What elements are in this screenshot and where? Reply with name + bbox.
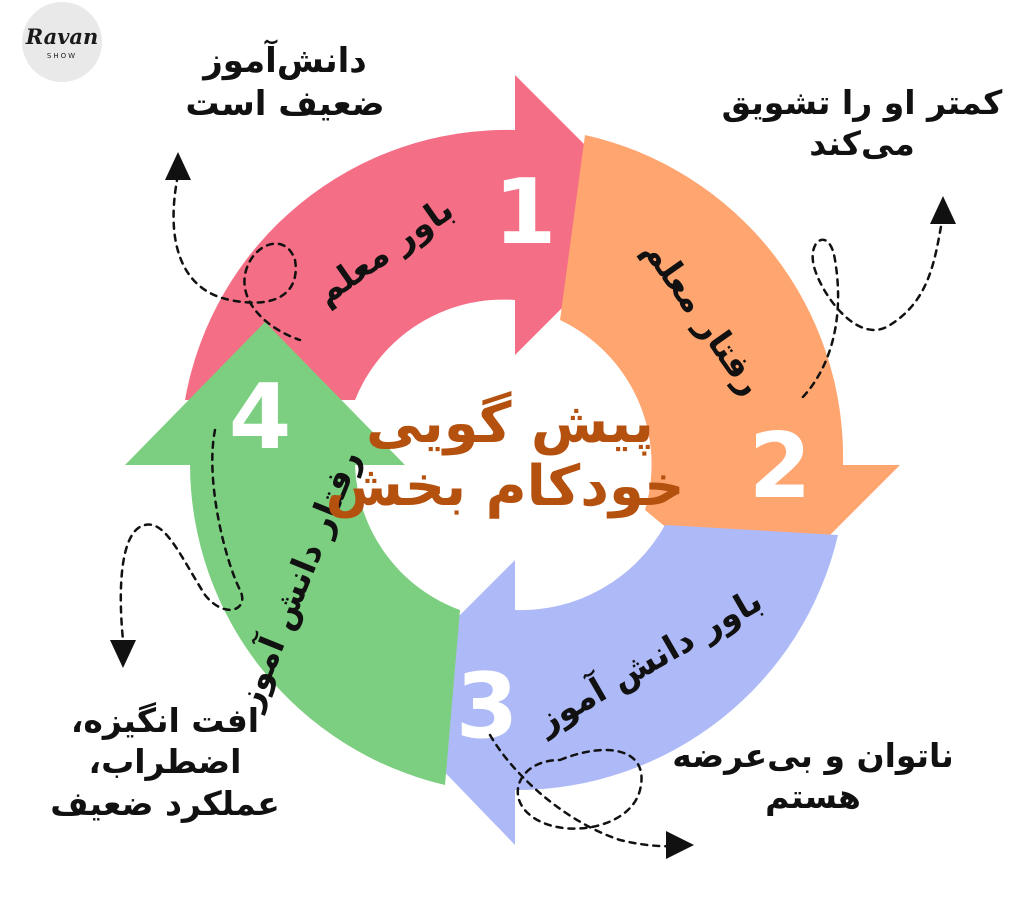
note-teacher-belief: دانش‌آموز ضعیف است xyxy=(170,40,400,125)
segment-1-number: 1 xyxy=(494,160,557,265)
center-title-line-1: پیش گویی xyxy=(366,391,654,456)
note-3-line-2: هستم xyxy=(765,777,861,817)
segment-4-number: 4 xyxy=(229,365,292,470)
segment-2-number: 2 xyxy=(749,414,812,519)
connector-2-arrowhead-icon xyxy=(930,196,956,224)
segment-1-arrow xyxy=(185,75,655,400)
segment-2-arrow xyxy=(560,135,900,605)
note-4-line-1: افت انگیزه، xyxy=(70,701,260,740)
note-student-behavior: افت انگیزه، اضطراب، عملکرد ضعیف xyxy=(25,700,305,824)
logo-sub: SHOW xyxy=(46,52,78,60)
note-4-line-3: عملکرد ضعیف xyxy=(50,783,280,823)
connector-1 xyxy=(172,173,302,342)
note-1-line-1: دانش‌آموز xyxy=(203,41,367,81)
note-3-line-1: ناتوان و بی‌عرضه xyxy=(672,736,954,775)
note-2-line-1: کمتر او را تشویق xyxy=(721,83,1003,122)
segment-3-number: 3 xyxy=(456,654,519,759)
ravan-logo: Ravan SHOW xyxy=(22,2,102,82)
connector-1-arrowhead-icon xyxy=(165,152,191,180)
connector-3-arrowhead-icon xyxy=(666,831,694,859)
note-student-belief: ناتوان و بی‌عرضه هستم xyxy=(668,735,958,818)
connector-2 xyxy=(798,213,945,402)
segment-4-arrow xyxy=(125,322,460,785)
segment-3-arrow xyxy=(375,525,838,845)
note-2-line-2: می‌کند xyxy=(809,124,915,164)
note-1-line-2: ضعیف است xyxy=(185,83,385,124)
note-4-line-2: اضطراب، xyxy=(88,742,242,782)
logo-name: Ravan xyxy=(25,24,99,49)
center-title-line-2: خودکام بخش xyxy=(326,454,685,519)
note-teacher-behavior: کمتر او را تشویق می‌کند xyxy=(712,82,1012,165)
connector-4-arrowhead-icon xyxy=(110,640,136,668)
connector-4 xyxy=(119,428,244,642)
